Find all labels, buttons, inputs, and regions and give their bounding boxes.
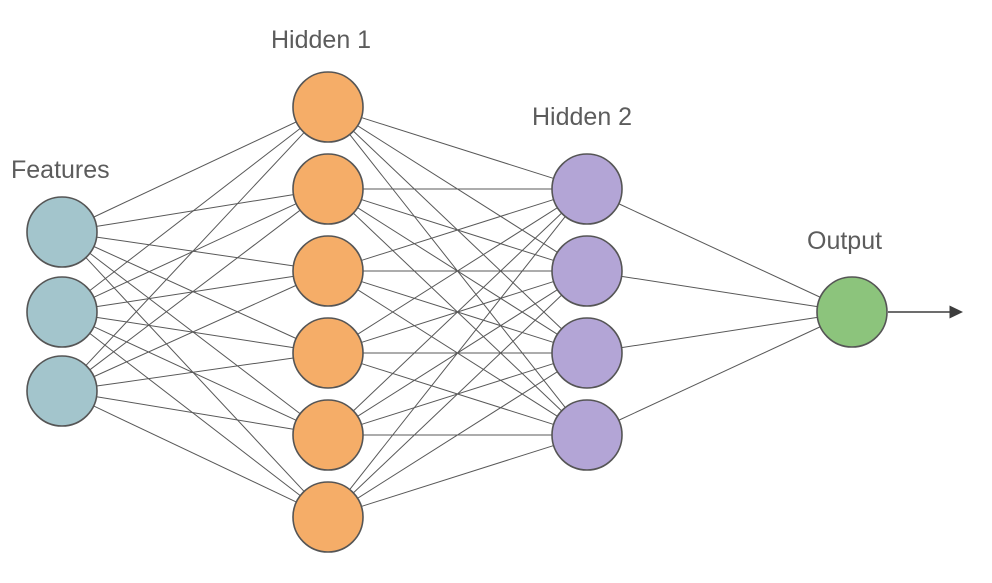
edge-h2_2-o1: [621, 275, 818, 308]
edge-h1_6-h2_4: [361, 445, 554, 507]
nodes-group: [26, 71, 888, 553]
node-h2_4[interactable]: [551, 399, 623, 471]
layer-label-output: Output: [807, 227, 882, 255]
edge-h2_3-o1: [621, 316, 818, 349]
edge-h2_1-o1: [618, 203, 821, 298]
node-f3[interactable]: [26, 355, 98, 427]
edge-h1_1-h2_1: [361, 117, 554, 179]
output-arrow-head-icon: [949, 305, 963, 319]
node-f1[interactable]: [26, 196, 98, 268]
edge-f3-h1_5: [96, 396, 294, 430]
layer-labels-group: Features Hidden 1 Hidden 2 Output: [11, 26, 882, 255]
node-h1_2[interactable]: [292, 153, 364, 225]
output-arrow-group: [888, 305, 963, 319]
edge-f1-h1_5: [89, 252, 301, 415]
node-h2_1[interactable]: [551, 153, 623, 225]
node-h1_4[interactable]: [292, 317, 364, 389]
edge-f3-h1_6: [93, 405, 297, 503]
edge-f1-h1_6: [85, 257, 305, 492]
node-f2[interactable]: [26, 276, 98, 348]
edges-group: [85, 117, 821, 507]
edge-f2-h1_5: [93, 326, 297, 421]
edge-h1_6-h2_2: [353, 294, 562, 494]
edge-h1_3-h2_1: [361, 199, 554, 261]
node-o1[interactable]: [816, 276, 888, 348]
edge-h1_4-h2_1: [357, 207, 558, 335]
edge-f3-h1_1: [85, 132, 305, 366]
node-h1_1[interactable]: [292, 71, 364, 143]
edge-f2-h1_3: [96, 275, 294, 308]
node-h1_3[interactable]: [292, 235, 364, 307]
edge-f2-h1_1: [89, 127, 301, 292]
node-h2_3[interactable]: [551, 317, 623, 389]
edge-f2-h1_6: [89, 332, 301, 497]
edge-h1_6-h2_1: [349, 216, 566, 490]
edge-f2-h1_2: [93, 203, 297, 298]
edge-f3-h1_3: [93, 284, 297, 378]
node-h1_6[interactable]: [292, 481, 364, 553]
node-h1_5[interactable]: [292, 399, 364, 471]
layer-label-features: Features: [11, 156, 110, 184]
edge-f2-h1_4: [96, 316, 294, 349]
edge-f3-h1_4: [96, 357, 294, 387]
edge-f1-h1_2: [96, 194, 294, 227]
edge-f1-h1_1: [93, 121, 297, 218]
layer-label-hidden1: Hidden 1: [271, 26, 371, 54]
edge-h2_4-o1: [618, 326, 821, 421]
edge-h1_5-h2_1: [353, 212, 562, 412]
layer-label-hidden2: Hidden 2: [532, 103, 632, 131]
edge-h1_6-h2_3: [357, 371, 558, 499]
edge-f3-h1_2: [89, 209, 301, 371]
node-h2_2[interactable]: [551, 235, 623, 307]
edge-f1-h1_3: [96, 236, 294, 267]
